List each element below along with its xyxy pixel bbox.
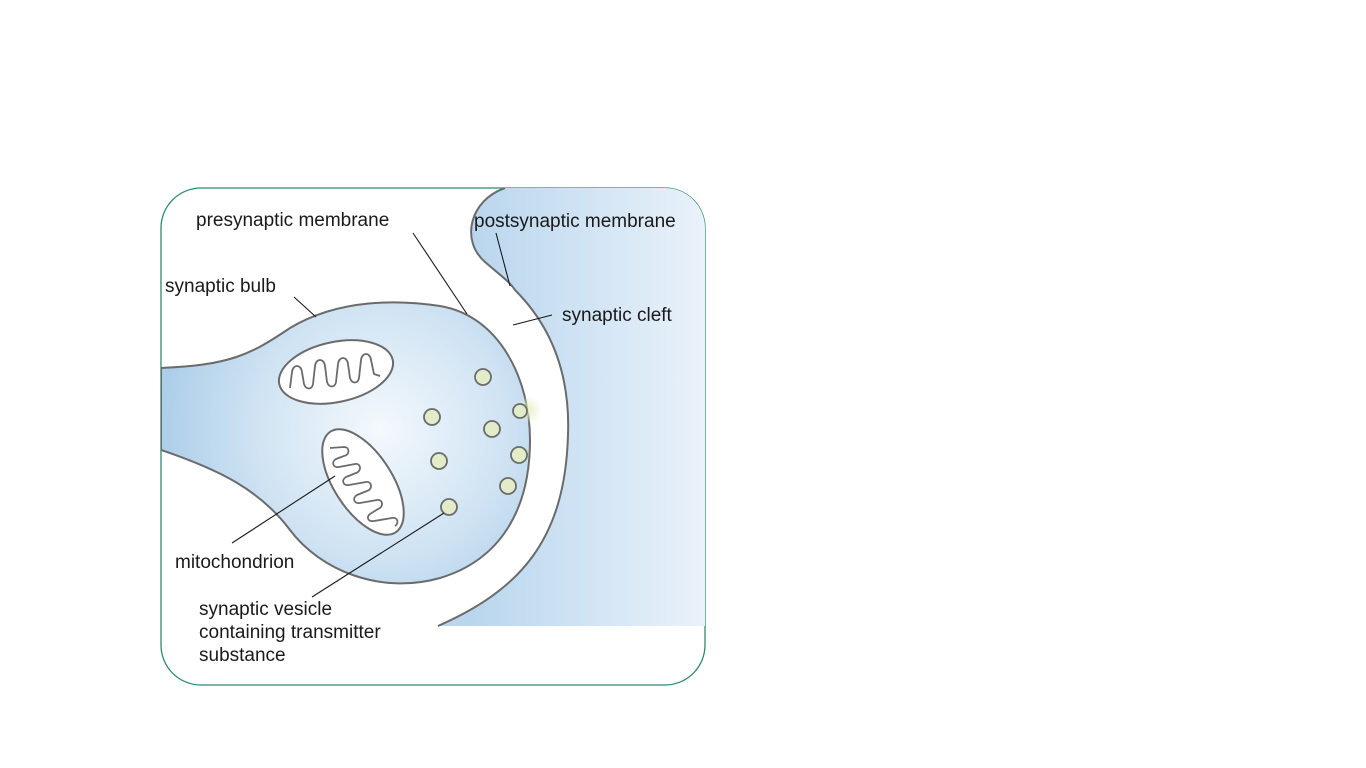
vesicle bbox=[441, 499, 457, 515]
label-synaptic-bulb: synaptic bulb bbox=[165, 276, 276, 297]
label-synaptic-cleft: synaptic cleft bbox=[562, 305, 673, 326]
label-synaptic-vesicle-line2: containing transmitter bbox=[199, 622, 381, 643]
vesicle bbox=[475, 369, 491, 385]
vesicle bbox=[484, 421, 500, 437]
label-presynaptic-membrane: presynaptic membrane bbox=[196, 210, 389, 231]
vesicle bbox=[431, 453, 447, 469]
vesicle bbox=[513, 404, 527, 418]
vesicle bbox=[511, 447, 527, 463]
vesicle bbox=[500, 478, 516, 494]
vesicle bbox=[424, 409, 440, 425]
label-postsynaptic-membrane: postsynaptic membrane bbox=[474, 211, 676, 232]
label-synaptic-vesicle-line3: substance bbox=[199, 645, 286, 666]
label-synaptic-vesicle-line1: synaptic vesicle bbox=[199, 599, 332, 620]
label-mitochondrion: mitochondrion bbox=[175, 552, 294, 573]
